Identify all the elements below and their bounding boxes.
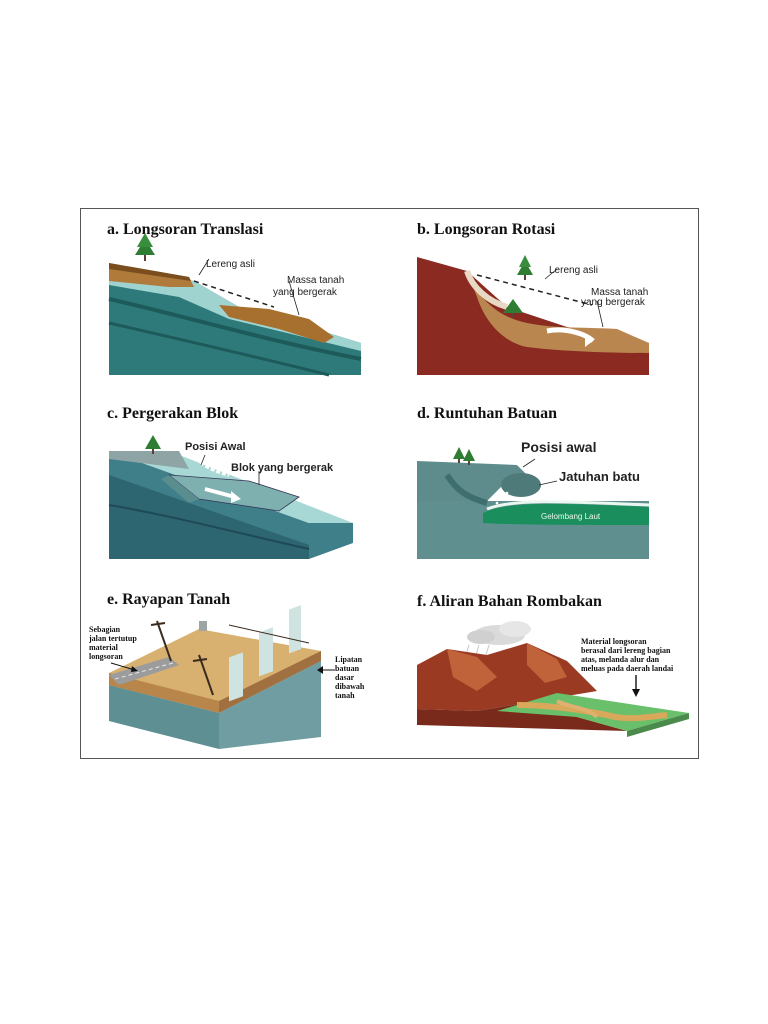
panel-c-illustration (108, 435, 353, 559)
panel-f-label-line1: Material longsoran (581, 637, 647, 646)
panel-e-label-fold-line1: Lipatan (335, 655, 363, 664)
panel-e-label-road-line2: jalan tertutup (89, 634, 137, 643)
panel-b-label-soil-mass: Massa tanah (591, 287, 649, 298)
panel-f-illustration (417, 621, 689, 737)
panel-a-label-soil-mass: Massa tanah (287, 275, 345, 286)
cloud-icon (467, 621, 531, 645)
tree-icon (135, 233, 155, 261)
panel-a-illustration (108, 233, 362, 377)
panel-c-label-moving-block: Blok yang bergerak (231, 462, 334, 474)
panel-f-label-line4: meluas pada daerah landai (581, 664, 674, 673)
panel-e-label-road-line4: longsoran (89, 652, 123, 661)
figure-frame: a. Longsoran Translasi Lereng asli Massa… (80, 208, 699, 759)
panel-b-illustration (417, 255, 649, 375)
panel-a-label-moving: yang bergerak (273, 287, 337, 298)
panel-e-illustration (109, 605, 321, 749)
panel-b-label-original-slope: Lereng asli (549, 265, 598, 276)
panel-d-title: d. Runtuhan Batuan (417, 405, 558, 422)
panel-e-fold-arrow (317, 666, 335, 674)
panel-e-label-fold-line5: tanah (335, 691, 355, 700)
panel-a-label-original-slope: Lereng asli (206, 259, 255, 270)
panel-e-label-road-line1: Sebagian (89, 625, 121, 634)
panel-b-label-moving: yang bergerak (581, 297, 645, 308)
panel-e-label-fold-line3: dasar (335, 673, 355, 682)
panel-c-title: c. Pergerakan Blok (107, 405, 239, 422)
panel-e-label-road-line3: material (89, 643, 118, 652)
tree-icon (145, 435, 161, 454)
panel-f-down-arrow (632, 675, 640, 697)
panel-a-title: a. Longsoran Translasi (107, 221, 264, 238)
panel-e-title: e. Rayapan Tanah (107, 591, 231, 608)
panel-c-label-initial-position: Posisi Awal (185, 441, 246, 453)
panel-b-title: b. Longsoran Rotasi (417, 221, 556, 238)
tree-icon (517, 255, 533, 280)
tree-icon (463, 449, 475, 465)
panel-d-illustration (417, 447, 650, 559)
panel-f-label-line3: atas, melanda alur dan (581, 655, 660, 664)
tree-icon (453, 447, 465, 463)
panel-d-label-falling-rock: Jatuhan batu (559, 469, 640, 484)
panel-e-label-fold-line2: batuan (335, 664, 360, 673)
panel-d-label-sea-wave: Gelombang Laut (541, 512, 601, 521)
panel-e-road-arrow (110, 662, 138, 672)
panel-f-label-line2: berasal dari lereng bagian (581, 646, 671, 655)
tree-icon (503, 299, 523, 318)
panel-e-label-fold-line4: dibawah (335, 682, 365, 691)
panel-f-title: f. Aliran Bahan Rombakan (417, 593, 602, 610)
panel-d-label-initial-position: Posisi awal (521, 439, 597, 455)
